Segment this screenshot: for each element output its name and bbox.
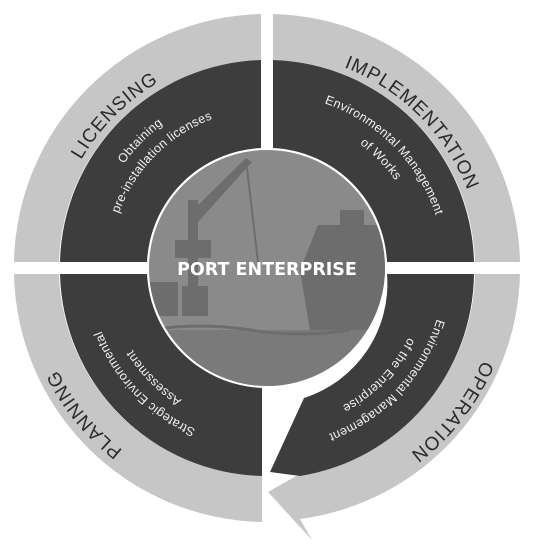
inner-segment-operation (270, 274, 474, 476)
inner-segment-planning (60, 274, 262, 476)
outer-ring (14, 14, 520, 540)
inner-segment-implementation (273, 60, 474, 262)
outer-segment-planning (14, 274, 262, 522)
center-title: PORT ENTERPRISE (177, 260, 357, 280)
inner-ring (60, 60, 474, 476)
outer-segment-operation (268, 274, 520, 540)
inner-segment-licensing (60, 60, 261, 262)
outer-segment-licensing (14, 14, 261, 262)
outer-segment-implementation (273, 14, 520, 262)
